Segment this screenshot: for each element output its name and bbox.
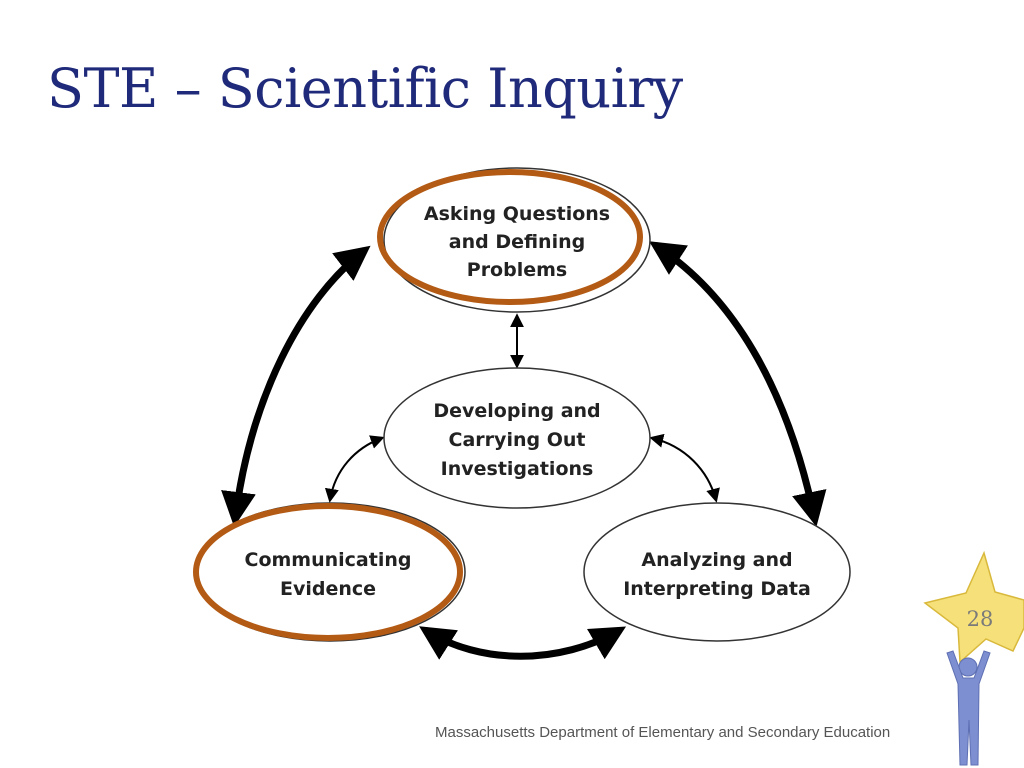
node-asking-questions: Asking Questions and Defining Problems <box>377 167 651 313</box>
node-label-line: Analyzing and <box>641 549 792 571</box>
arrow-developing-communicating <box>324 435 385 503</box>
node-label-line: Asking Questions <box>424 203 610 225</box>
person-figure-icon <box>946 650 991 766</box>
node-analyzing-data: Analyzing and Interpreting Data <box>583 502 851 642</box>
footer-text: Massachusetts Department of Elementary a… <box>435 724 891 741</box>
star-logo: 28 <box>923 550 1024 766</box>
node-label-line: Investigations <box>441 458 594 480</box>
node-label-line: Developing and <box>433 400 600 422</box>
arrow-developing-analyzing <box>649 433 720 503</box>
node-label-line: Evidence <box>280 578 376 600</box>
arrow-asking-communicating <box>221 245 371 527</box>
page-number: 28 <box>967 607 994 631</box>
node-label-line: Carrying Out <box>449 429 586 451</box>
node-label-line: Problems <box>467 259 567 281</box>
node-communicating-evidence: Communicating Evidence <box>193 502 466 642</box>
node-label-line: Interpreting Data <box>623 578 811 600</box>
star-icon <box>923 550 1024 664</box>
node-developing-investigations: Developing and Carrying Out Investigatio… <box>383 367 651 509</box>
arrow-asking-analyzing <box>649 241 827 527</box>
arrow-communicating-analyzing <box>419 626 627 660</box>
node-label-line: Communicating <box>245 549 412 571</box>
node-label-line: and Defining <box>449 231 585 253</box>
slide-title: STE – Scientific Inquiry <box>47 57 683 120</box>
